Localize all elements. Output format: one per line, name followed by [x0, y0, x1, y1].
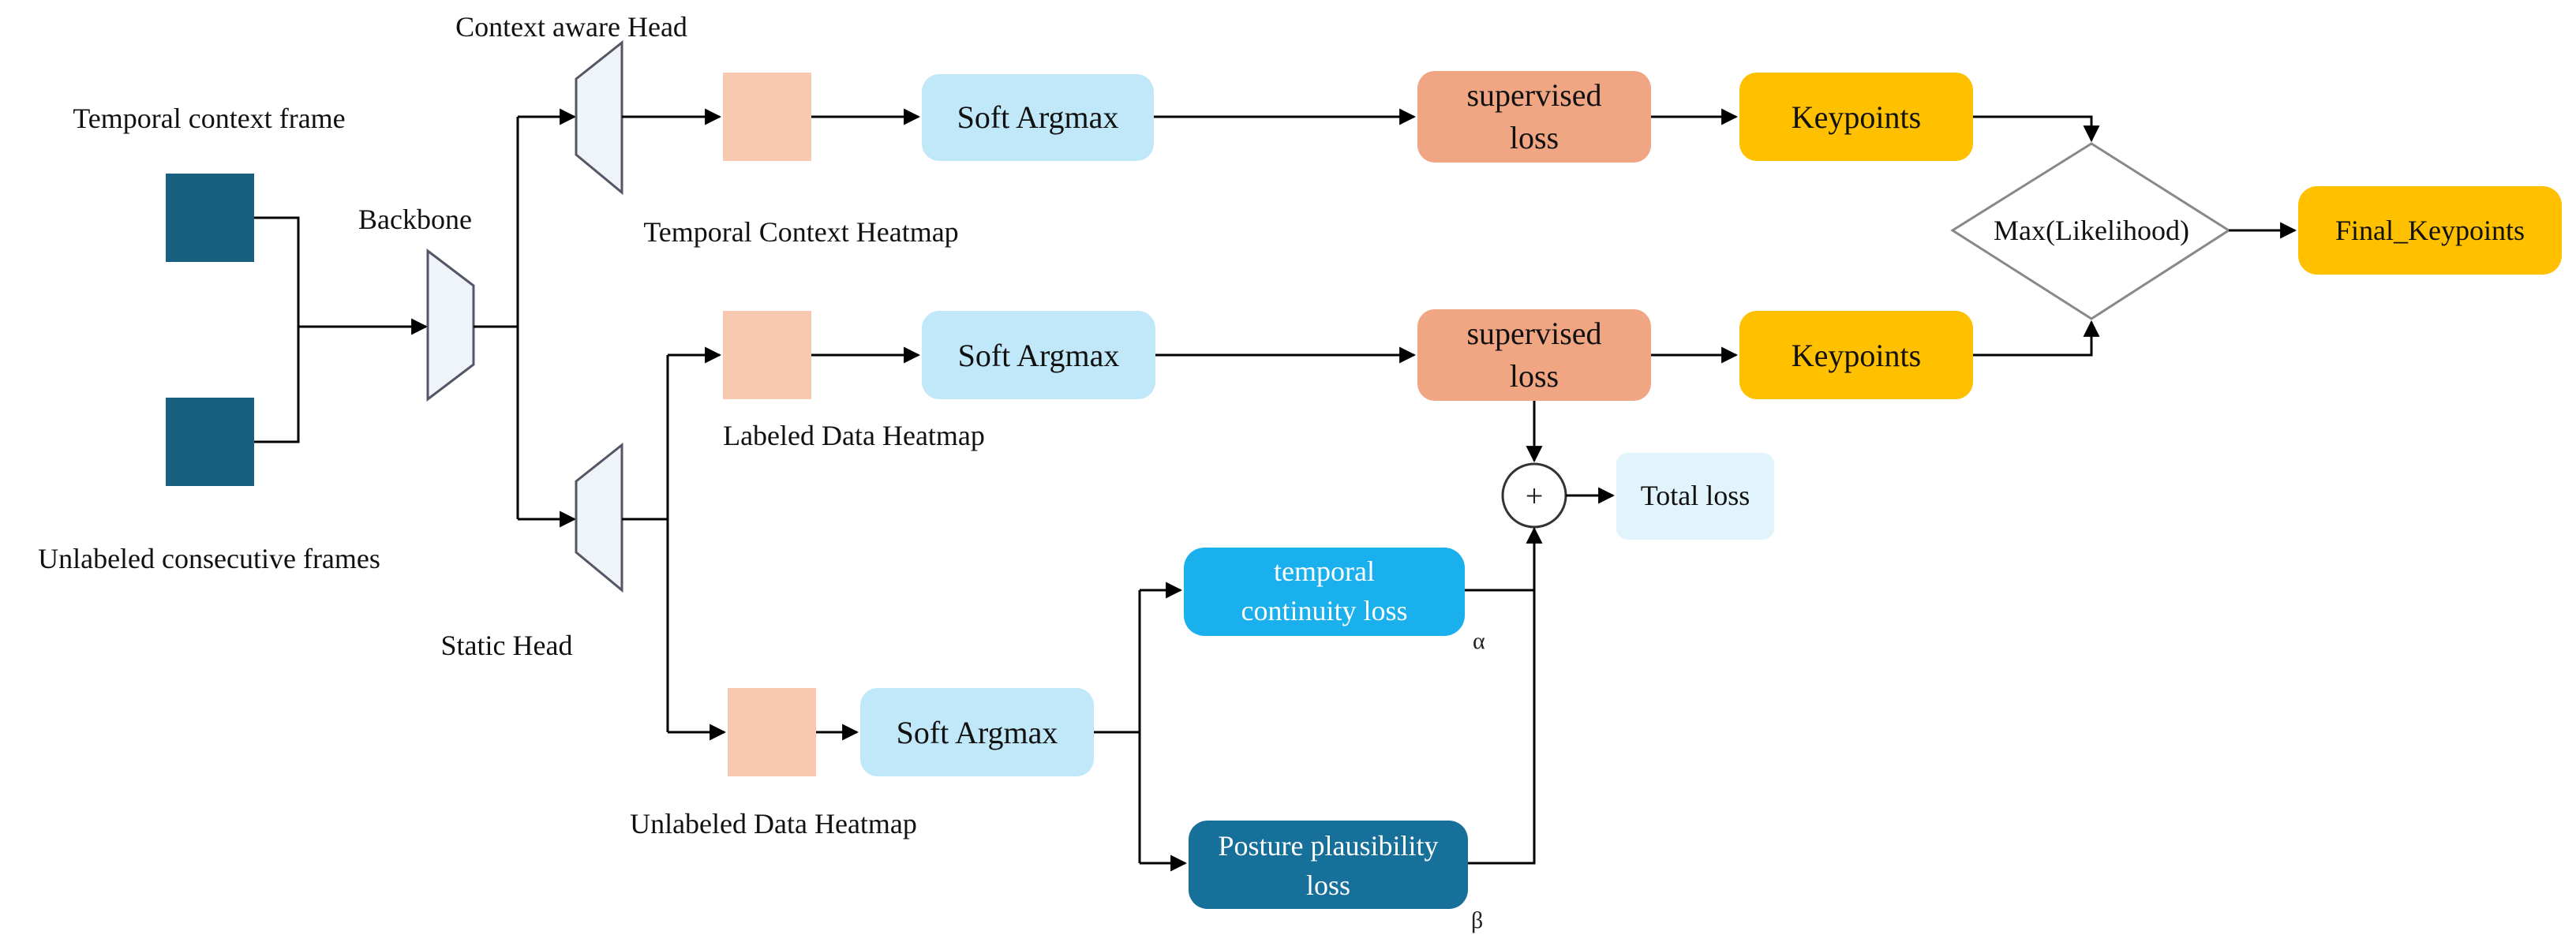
soft-argmax-mid-label: Soft Argmax: [958, 338, 1120, 373]
arrow-keypoints-top-to-max: [1973, 115, 2100, 143]
labeled-data-heatmap-block: [723, 311, 811, 399]
keypoints-top-box: [1739, 73, 1973, 161]
max-likelihood-diamond: [1950, 142, 2231, 320]
unlabeled-data-heatmap-block: [728, 688, 816, 776]
backbone-block: [426, 248, 475, 402]
frames-connector: [254, 216, 429, 443]
temporal-context-heatmap-label: Temporal Context Heatmap: [643, 216, 958, 248]
backbone-label: Backbone: [358, 204, 472, 235]
unlabeled-frame-block: [166, 398, 254, 486]
temporal-continuity-loss-box: [1184, 548, 1465, 636]
soft-argmax-top-label: Soft Argmax: [957, 99, 1119, 135]
alpha-weight-label: α: [1473, 628, 1485, 654]
temporal-context-frame-label: Temporal context frame: [73, 103, 345, 134]
keypoints-mid-box: [1739, 311, 1973, 399]
backbone-connector: [474, 108, 577, 528]
temporal-continuity-line1: temporal: [1274, 555, 1375, 587]
keypoints-mid-label: Keypoints: [1792, 338, 1921, 373]
max-likelihood-label: Max(Likelihood): [1994, 215, 2189, 246]
unlabeled-data-heatmap-label: Unlabeled Data Heatmap: [630, 808, 917, 839]
posture-plausibility-line2: loss: [1306, 869, 1350, 901]
labeled-data-heatmap-label: Labeled Data Heatmap: [723, 420, 985, 451]
supervised-loss-mid-box: [1417, 309, 1651, 401]
total-loss-label: Total loss: [1641, 480, 1750, 511]
losses-to-sum-connector: [1465, 530, 1536, 865]
soft-argmax-bottom-box: [860, 688, 1094, 776]
posture-plausibility-line1: Posture plausibility: [1219, 830, 1439, 862]
supervised-loss-top-line2: loss: [1510, 120, 1559, 155]
beta-weight-label: β: [1471, 907, 1483, 933]
softargmax-bottom-branch: [1094, 581, 1188, 872]
static-head-label: Static Head: [441, 630, 573, 661]
soft-argmax-bottom-label: Soft Argmax: [897, 715, 1058, 750]
temporal-context-frame-block: [166, 174, 254, 262]
soft-argmax-mid-box: [922, 311, 1155, 399]
arrow-keypoints-mid-to-max: [1973, 320, 2100, 357]
static-head-block: [575, 442, 623, 593]
soft-argmax-top-box: [922, 74, 1154, 161]
context-aware-head-block: [575, 39, 623, 196]
keypoints-top-label: Keypoints: [1792, 99, 1921, 135]
final-keypoints-box: [2298, 186, 2562, 275]
final-keypoints-label: Final_Keypoints: [2335, 215, 2525, 246]
sum-node-symbol: +: [1526, 478, 1544, 514]
posture-plausibility-loss-box: [1189, 821, 1468, 909]
unlabeled-consecutive-frames-label: Unlabeled consecutive frames: [38, 543, 380, 574]
supervised-loss-top-line1: supervised: [1466, 77, 1601, 113]
supervised-loss-mid-line1: supervised: [1466, 316, 1601, 351]
temporal-continuity-line2: continuity loss: [1241, 595, 1407, 626]
context-aware-head-label: Context aware Head: [455, 11, 687, 43]
supervised-loss-mid-line2: loss: [1510, 358, 1559, 394]
total-loss-box: [1616, 453, 1774, 540]
supervised-loss-top-box: [1417, 71, 1651, 163]
temporal-context-heatmap-block: [723, 73, 811, 161]
